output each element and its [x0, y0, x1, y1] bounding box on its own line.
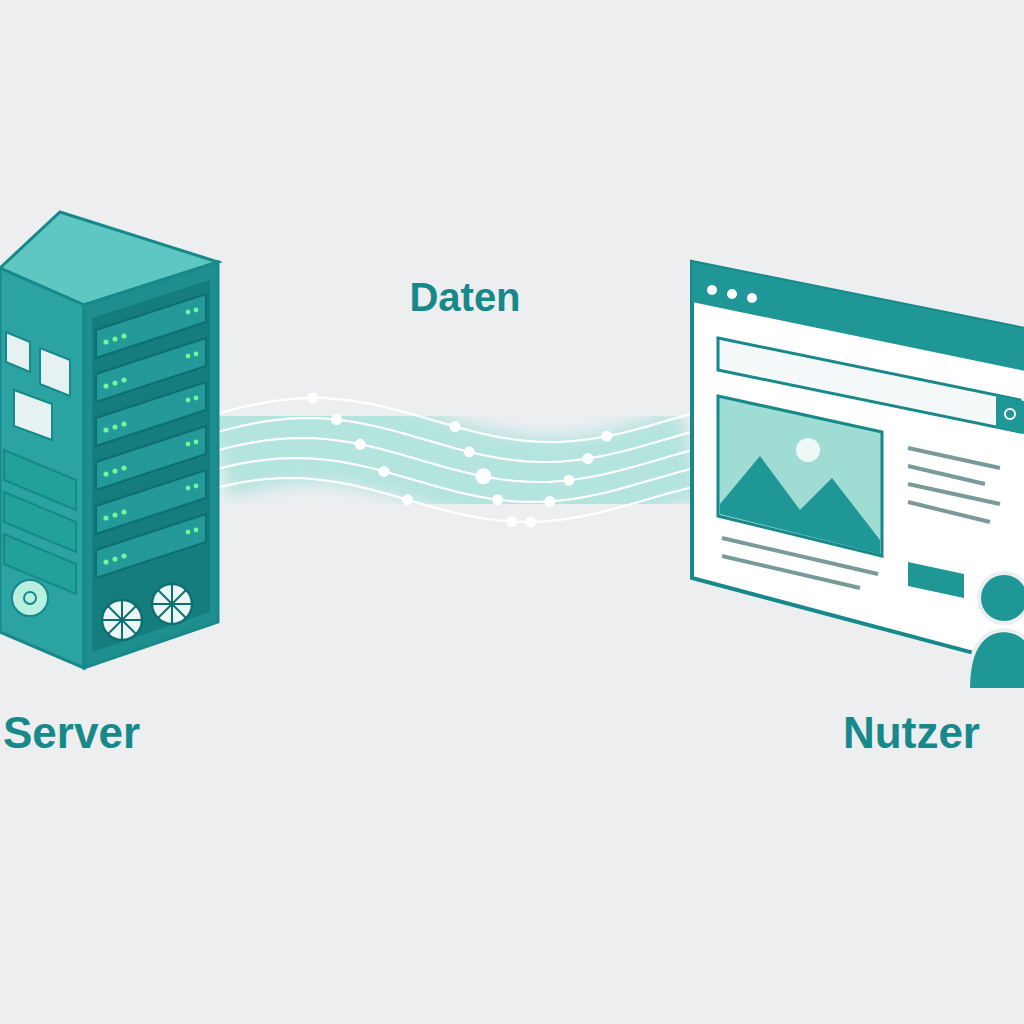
node-label: Server [3, 709, 140, 757]
server-rack-icon [0, 205, 224, 765]
server-node: Server [0, 205, 224, 765]
user-node: Nutzer [688, 255, 1024, 765]
data-stream [218, 393, 692, 528]
edge-label: Daten [403, 275, 526, 319]
node-label: Nutzer [843, 709, 980, 757]
browser-window-icon [688, 255, 1024, 765]
